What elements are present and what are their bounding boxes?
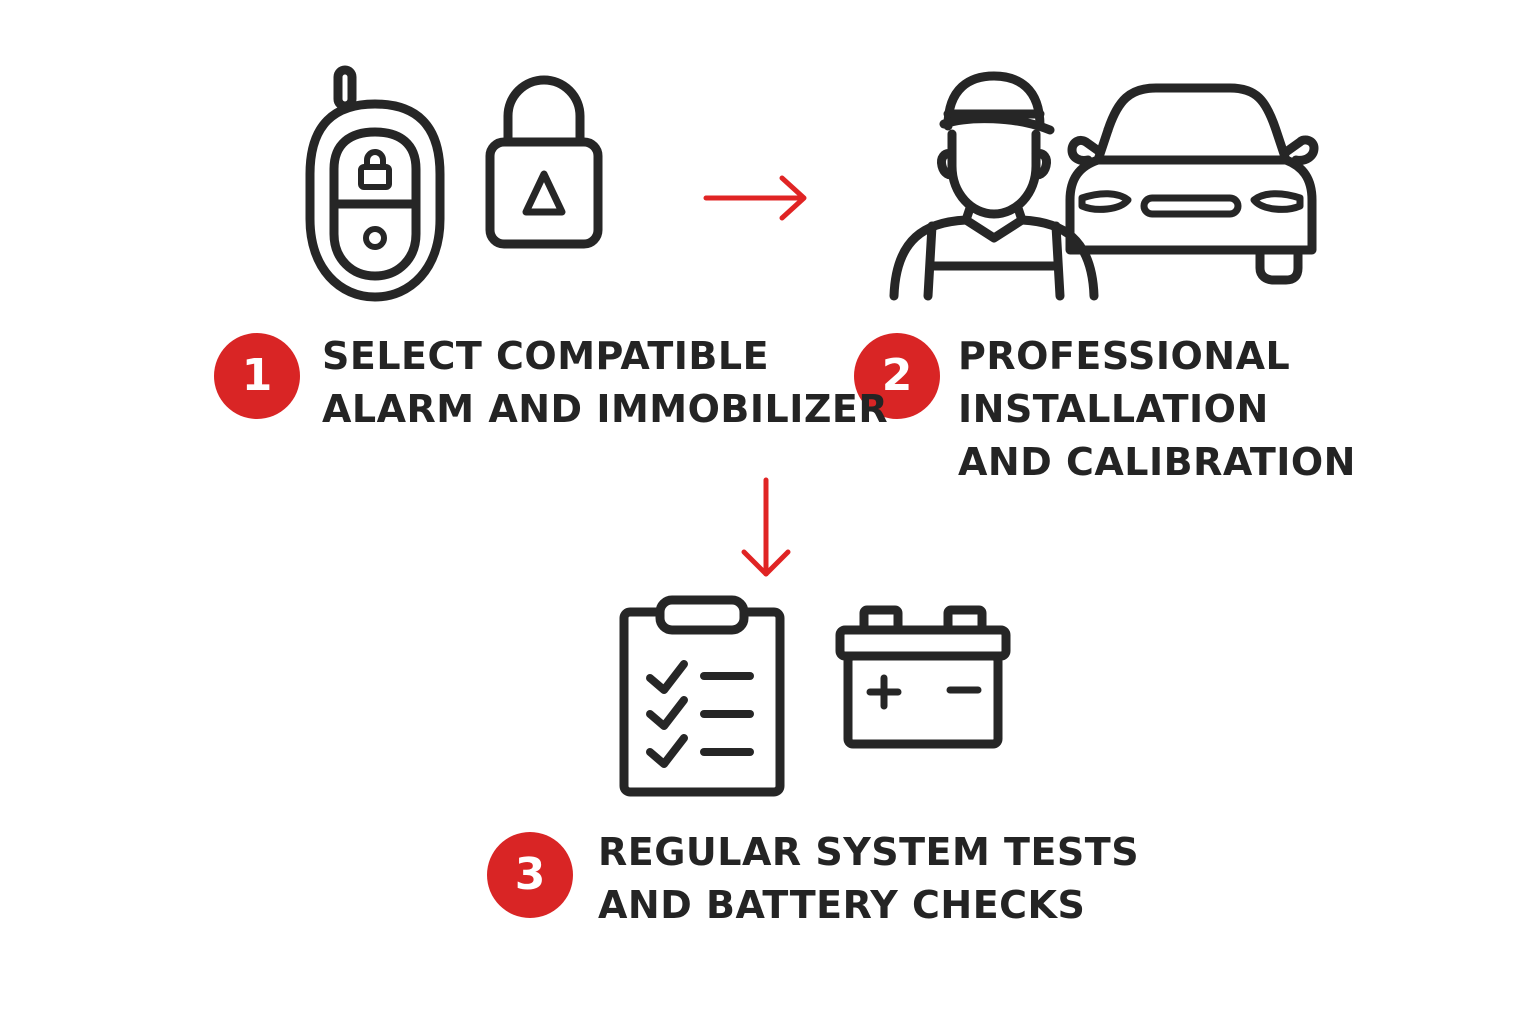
step-3-label-line-1: REGULAR SYSTEM TESTS [598, 830, 1140, 874]
step-2-label-line-3: AND CALIBRATION [958, 440, 1356, 484]
step-2-label: PROFESSIONAL INSTALLATION AND CALIBRATIO… [958, 330, 1356, 489]
step-3-label-line-2: AND BATTERY CHECKS [598, 883, 1086, 927]
padlock-alert-icon [485, 75, 603, 249]
car-battery-icon [835, 605, 1011, 749]
step-2-label-line-2: INSTALLATION [958, 387, 1269, 431]
arrow-right-icon [703, 175, 807, 221]
arrow-down-icon [741, 477, 791, 577]
checklist-clipboard-icon [619, 595, 785, 797]
step-2-badge: 2 [854, 333, 940, 419]
step-2-label-line-1: PROFESSIONAL [958, 334, 1291, 378]
car-key-fob-icon [305, 65, 445, 302]
step-1-badge: 1 [214, 333, 300, 419]
step-3-label: REGULAR SYSTEM TESTS AND BATTERY CHECKS [598, 826, 1139, 932]
step-1-label-line-1: SELECT COMPATIBLE [322, 334, 770, 378]
car-icon [1065, 83, 1319, 285]
step-3-badge: 3 [487, 832, 573, 918]
step-1-label: SELECT COMPATIBLE ALARM AND IMMOBILIZER [322, 330, 888, 436]
step-1-label-line-2: ALARM AND IMMOBILIZER [322, 387, 889, 431]
